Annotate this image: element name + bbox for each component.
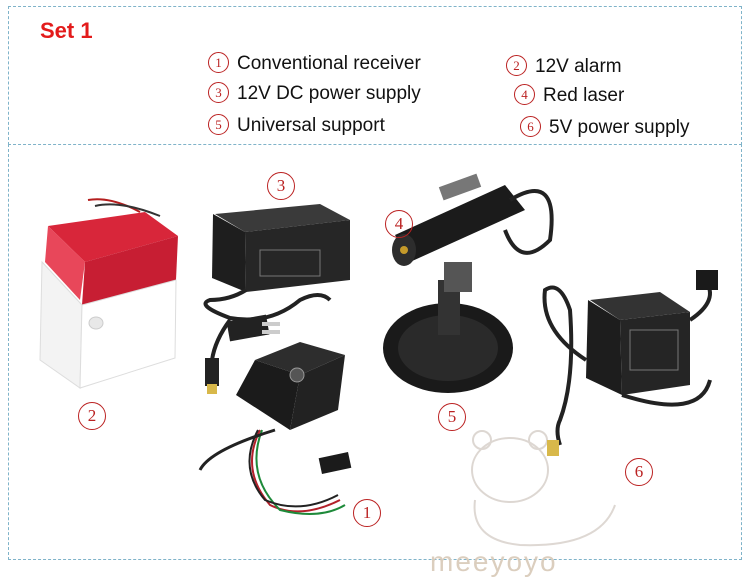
dc-power-adapter: [203, 204, 350, 394]
photo-border: [8, 144, 742, 560]
callout-2: 2: [78, 402, 106, 430]
legend-label-4: Red laser: [543, 85, 625, 106]
legend-border: [8, 6, 742, 145]
legend-label-3: 12V DC power supply: [237, 83, 421, 104]
legend-label-5: Universal support: [237, 115, 385, 136]
usb-5v-power-adapter: [542, 270, 718, 456]
bear-watermark-icon: [471, 430, 616, 547]
callout-5: 5: [438, 403, 466, 431]
receiver-box: [198, 342, 352, 515]
product-photo: [39, 173, 718, 547]
callout-4: 4: [385, 210, 413, 238]
legend-item-3: 3 12V DC power supply: [208, 82, 421, 105]
legend-number-6: 6: [520, 116, 541, 137]
callout-1: 1: [353, 499, 381, 527]
legend-item-5: 5 Universal support: [208, 114, 385, 137]
legend-label-6: 5V power supply: [549, 117, 690, 138]
legend-label-2: 12V alarm: [535, 56, 622, 77]
legend-label-1: Conventional receiver: [237, 53, 421, 74]
legend-item-4: 4 Red laser: [514, 84, 624, 107]
alarm-siren: [39, 198, 178, 389]
laser-with-mount: [383, 173, 554, 393]
set-title: Set 1: [40, 18, 93, 43]
watermark-text: meeyoyo: [430, 546, 558, 577]
legend-number-5: 5: [208, 114, 229, 135]
legend-number-3: 3: [208, 82, 229, 103]
callout-6: 6: [625, 458, 653, 486]
legend-number-4: 4: [514, 84, 535, 105]
legend-number-1: 1: [208, 52, 229, 73]
legend-item-1: 1 Conventional receiver: [208, 52, 421, 75]
legend-item-6: 6 5V power supply: [520, 116, 689, 139]
legend-item-2: 2 12V alarm: [506, 55, 622, 78]
legend-number-2: 2: [506, 55, 527, 76]
callout-3: 3: [267, 172, 295, 200]
